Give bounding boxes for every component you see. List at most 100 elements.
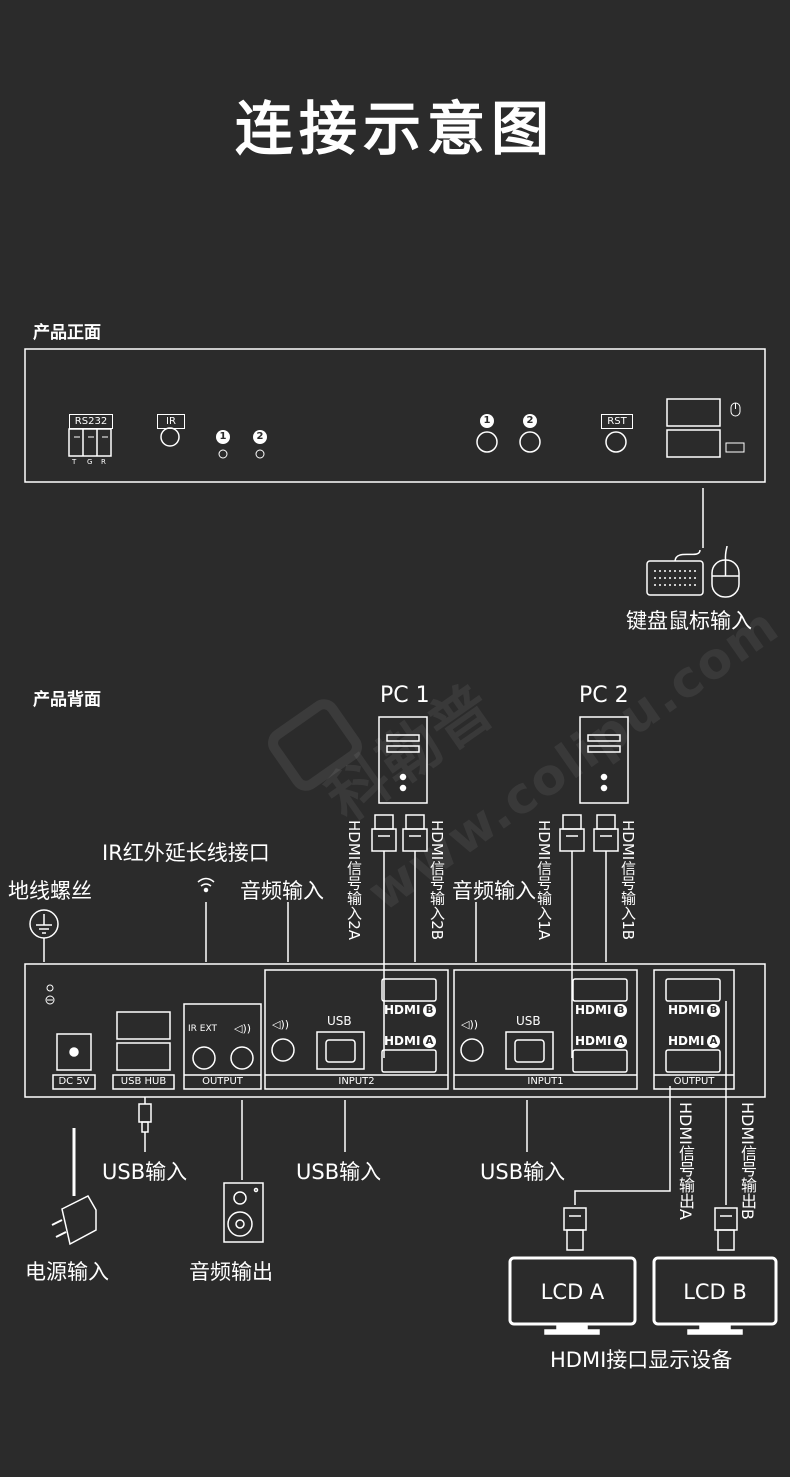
monitor-b-icon [652, 1256, 778, 1335]
hdmi-input-1a-label: HDMI信号输入1A [535, 820, 553, 940]
lcd-b-label: LCD B [683, 1280, 747, 1304]
rs232-pin-t: T [72, 458, 77, 466]
rs232-label: RS232 [69, 414, 113, 429]
usb-port-keyboard [666, 429, 721, 458]
pc2-tower-icon [579, 716, 629, 804]
mouse-icon [711, 545, 740, 598]
ir-label: IR [157, 414, 185, 429]
monitor-a-icon [508, 1256, 637, 1335]
hdmi-plug-out-b-icon [714, 1207, 738, 1251]
usb-hub-port-top [116, 1011, 171, 1040]
ir-receiver [160, 427, 180, 447]
back-section-label: 产品背面 [33, 690, 101, 710]
input2-hdmi-a-port [381, 1049, 437, 1073]
led-2-label: 2 [253, 430, 267, 444]
input1-badge-b: B [614, 1004, 627, 1017]
page-title: 连接示意图 [234, 95, 555, 163]
input1-badge-a: A [614, 1035, 627, 1048]
ir-audio-output-group [183, 1003, 262, 1090]
hdmi-plug-out-a-icon [563, 1207, 587, 1251]
audio-input-callout-2: 音频输入 [240, 879, 324, 903]
hdmi-display-label: HDMI接口显示设备 [550, 1348, 733, 1372]
mouse-small-icon [730, 402, 741, 417]
audio-output-jack [230, 1046, 254, 1070]
input2-hdmi-b-port [381, 978, 437, 1002]
input1-label: INPUT1 [527, 1076, 564, 1087]
output-hdmi-a-port [665, 1049, 721, 1073]
output-hdmi-a-label: HDMI [668, 1034, 705, 1048]
hdmi-output-b-label: HDMI信号输出B [738, 1102, 757, 1220]
kbm-input-label: 键盘鼠标输入 [626, 609, 752, 633]
ir-ext-callout: IR红外延长线接口 [102, 841, 270, 865]
audio-input-callout-1: 音频输入 [452, 879, 536, 903]
audio-output-label: OUTPUT [202, 1076, 243, 1087]
pc1-tower-icon [378, 716, 428, 804]
input2-badge-a: A [423, 1035, 436, 1048]
button-2-label: 2 [523, 414, 537, 428]
panel-ground-icon [45, 984, 55, 1005]
rs232-pin-r: R [101, 458, 106, 466]
usb-input-label-2: USB输入 [296, 1160, 382, 1184]
input2-audio-jack [271, 1038, 295, 1062]
back-panel [24, 963, 766, 1098]
input2-hdmi-a-label: HDMI [384, 1034, 421, 1048]
output-badge-a: A [707, 1035, 720, 1048]
speaker-icon [223, 1182, 264, 1243]
front-section-label: 产品正面 [33, 323, 101, 343]
input1-hdmi-b-port [572, 978, 628, 1002]
input2-hdmi-b-label: HDMI [384, 1003, 421, 1017]
input1-usb-label: USB [516, 1014, 541, 1028]
input2-group [264, 969, 449, 1090]
keyboard-small-icon [725, 442, 745, 453]
usb-plug-icon [138, 1097, 152, 1152]
input1-usb-b-port [505, 1031, 554, 1070]
output-badge-b: B [707, 1004, 720, 1017]
hdmi-output-label: OUTPUT [673, 1076, 715, 1087]
rs232-terminal [68, 428, 112, 457]
input1-audio-jack [460, 1038, 484, 1062]
input1-speaker-icon: ◁)) [461, 1018, 479, 1031]
input1-hdmi-b-label: HDMI [575, 1003, 612, 1017]
front-panel [24, 348, 766, 483]
led-1-label: 1 [216, 430, 230, 444]
dc-5v-label: DC 5V [58, 1076, 90, 1087]
speaker-small-icon: ◁)) [234, 1022, 252, 1035]
usb-port-mouse [666, 398, 721, 427]
hdmi-output-a-label: HDMI信号输出A [676, 1102, 695, 1220]
audio-output-callout: 音频输出 [189, 1260, 273, 1284]
pc2-label: PC 2 [579, 683, 629, 708]
pc1-label: PC 1 [380, 683, 430, 708]
led-2 [255, 449, 265, 459]
switch-button-1[interactable] [476, 431, 498, 453]
power-input-label: 电源输入 [25, 1260, 109, 1284]
hdmi-output-group [653, 969, 735, 1090]
ground-screw-icon [29, 909, 59, 939]
usb-hub-port-bottom [116, 1042, 171, 1071]
input2-usb-label: USB [327, 1014, 352, 1028]
output-hdmi-b-port [665, 978, 721, 1002]
hdmi-plug-1a-icon [559, 814, 585, 852]
power-adapter-icon [51, 1128, 97, 1246]
keyboard-icon [646, 549, 704, 596]
output-hdmi-b-label: HDMI [668, 1003, 705, 1017]
input2-usb-b-port [316, 1031, 365, 1070]
switch-button-2[interactable] [519, 431, 541, 453]
ir-ext-label: IR EXT [188, 1024, 217, 1034]
usb-input-label-hub: USB输入 [102, 1160, 188, 1184]
input2-label: INPUT2 [338, 1076, 375, 1087]
led-1 [218, 449, 228, 459]
hdmi-input-2a-label: HDMI信号输入2A [345, 820, 363, 940]
watermark-logo-icon [268, 699, 362, 791]
input1-group [453, 969, 638, 1090]
hdmi-input-2b-label: HDMI信号输入2B [428, 820, 446, 941]
ground-callout: 地线螺丝 [8, 879, 92, 903]
input1-hdmi-a-port [572, 1049, 628, 1073]
dc-jack [56, 1033, 92, 1071]
reset-button[interactable] [605, 431, 627, 453]
ir-wave-icon [197, 877, 215, 893]
rs232-pin-g: G [87, 458, 93, 466]
hdmi-input-1b-label: HDMI信号输入1B [619, 820, 637, 941]
rst-label: RST [601, 414, 633, 429]
input2-speaker-icon: ◁)) [272, 1018, 290, 1031]
input2-badge-b: B [423, 1004, 436, 1017]
